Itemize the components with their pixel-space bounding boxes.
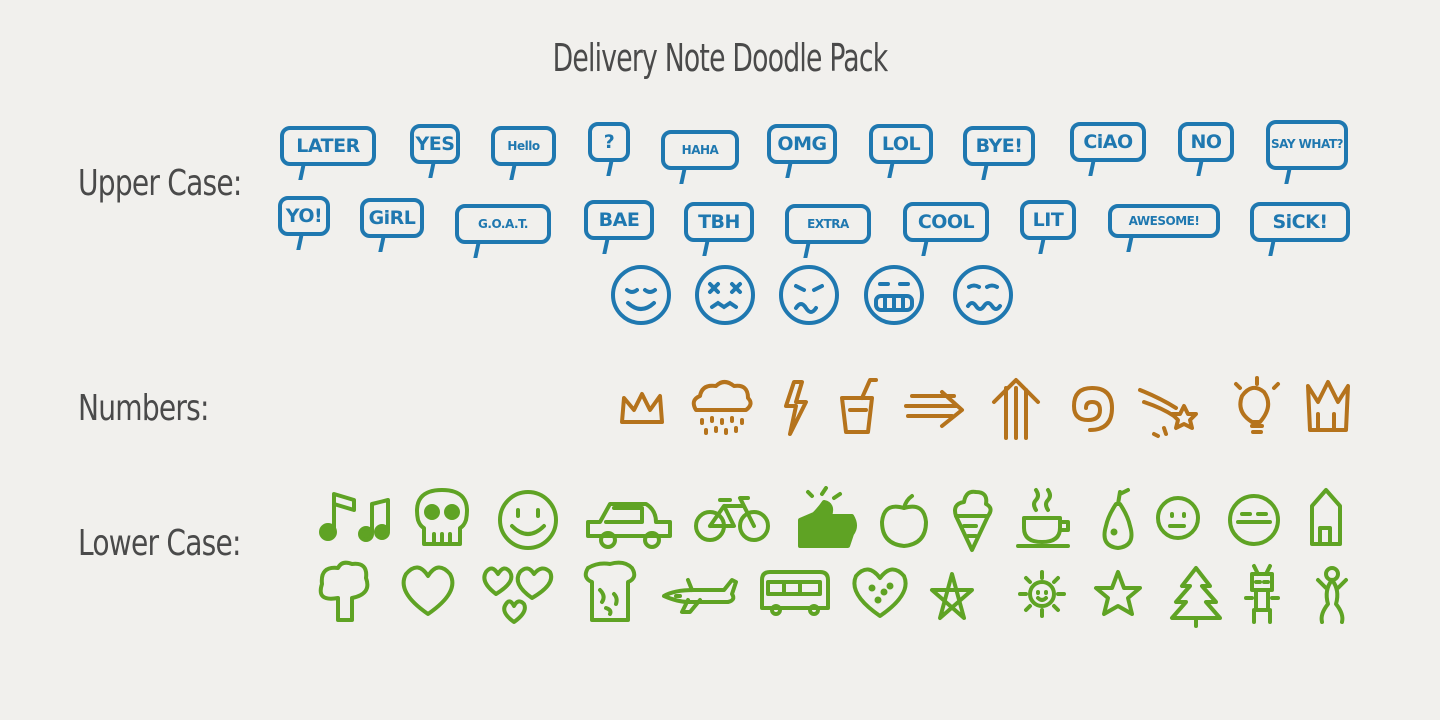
neutral-face-icon xyxy=(1156,496,1200,540)
rain-cloud-icon xyxy=(691,380,753,435)
bubble-yo: YO! xyxy=(278,196,330,236)
crown-icon xyxy=(1306,380,1350,432)
bubble-girl: GiRL xyxy=(360,198,424,238)
page-title: Delivery Note Doodle Pack xyxy=(552,36,889,80)
bubble-tbh: TBH xyxy=(684,202,754,242)
bubble-no: NO xyxy=(1178,122,1234,162)
bus-icon xyxy=(760,570,830,616)
arrow-up-icon xyxy=(992,378,1040,440)
lower-case-label: Lower Case: xyxy=(78,523,241,564)
shooting-star-icon xyxy=(1138,388,1198,438)
faces-row xyxy=(611,265,1013,325)
bubble-awesome: AWESOME! xyxy=(1108,204,1220,238)
heart-icon xyxy=(401,565,455,616)
bubble-goat: G.O.A.T. xyxy=(455,204,551,244)
bubble-bye: BYE! xyxy=(963,126,1035,166)
bubble-say-what: SAY WHAT? xyxy=(1266,120,1348,170)
bubble-later: LATER xyxy=(280,126,376,166)
filled-heart-icon xyxy=(852,567,908,618)
nervous-face-icon xyxy=(953,265,1013,325)
tree-icon xyxy=(318,560,370,622)
thumbs-up-icon xyxy=(798,486,857,548)
grimace-face-icon xyxy=(864,265,924,325)
car-icon xyxy=(586,502,672,549)
stick-figure-icon xyxy=(1316,566,1348,624)
bubble-omg: OMG xyxy=(767,124,837,164)
arrow-right-icon xyxy=(904,390,964,428)
bubble-lit: LIT xyxy=(1020,200,1076,240)
lower-row-1 xyxy=(319,486,1342,552)
crown-icon xyxy=(620,392,664,424)
numbers-label: Numbers: xyxy=(78,388,209,429)
bicycle-icon xyxy=(694,496,770,542)
smiley-icon xyxy=(498,490,558,550)
house-icon xyxy=(1310,488,1342,546)
coffee-cup-icon xyxy=(1016,488,1070,548)
music-notes-icon xyxy=(319,492,390,542)
lower-row-2 xyxy=(318,560,1348,628)
bubble-haha: HAHA xyxy=(661,130,739,170)
ice-cream-icon xyxy=(953,489,993,552)
content-face-icon xyxy=(611,265,671,325)
bubble-bae: BAE xyxy=(584,200,654,240)
spiral-icon xyxy=(1072,386,1114,432)
pine-tree-icon xyxy=(1170,566,1222,628)
bubble-cool: COOL xyxy=(903,202,989,242)
skull-icon xyxy=(415,488,469,546)
bubble-ciao: CiAO xyxy=(1070,122,1146,162)
flat-face-icon xyxy=(1228,494,1280,546)
bubble-hello: Hello xyxy=(491,126,556,166)
numbers-row xyxy=(620,376,1350,440)
sun-icon xyxy=(1018,570,1066,618)
worried-face-icon xyxy=(779,265,839,325)
star-icon xyxy=(1094,570,1142,616)
lightning-icon xyxy=(784,380,808,436)
airplane-icon xyxy=(662,578,738,614)
upper-case-label: Upper Case: xyxy=(78,163,242,204)
robot-icon xyxy=(1244,564,1280,624)
bubble-lol: LOL xyxy=(869,124,933,164)
hearts-icon xyxy=(482,566,554,624)
bubble-sick: SiCK! xyxy=(1250,202,1350,242)
bubble-extra: EXTRA xyxy=(785,204,871,244)
drink-icon xyxy=(840,378,878,434)
bubble-question: ? xyxy=(588,122,630,162)
star-outline-icon xyxy=(930,572,974,620)
apple-icon xyxy=(880,494,928,548)
pear-icon xyxy=(1102,488,1134,550)
light-bulb-icon xyxy=(1234,376,1280,434)
dizzy-face-icon xyxy=(695,265,755,325)
bubble-yes: YES xyxy=(410,124,460,164)
toast-icon xyxy=(583,560,637,622)
